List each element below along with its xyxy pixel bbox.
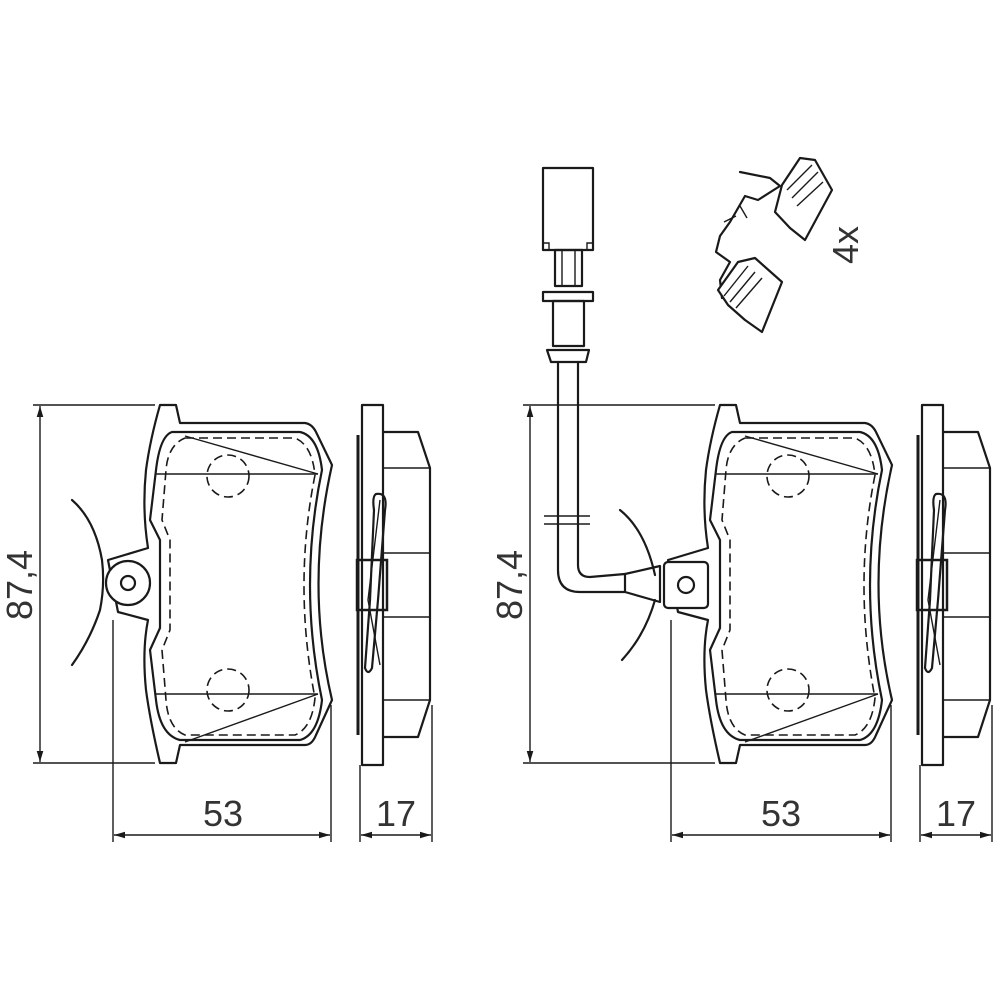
right-width-label: 53 [761,793,801,834]
right-thickness-dimension: 17 [919,705,993,842]
left-pad-pin-hole [119,574,137,592]
left-height-dimension: 87,4 [0,404,155,764]
wear-sensor [541,166,662,604]
right-pad-side-view [915,403,992,767]
right-height-dimension: 87,4 [489,404,715,764]
right-width-dimension: 53 [670,620,892,842]
right-pad-front-view [618,403,894,765]
retaining-clip: 4x [714,156,866,334]
left-pad-pin-boss [104,559,152,607]
right-pad-pin-hole [676,575,696,595]
left-thickness-dimension: 17 [359,705,433,842]
right-pad-sensor-tab [662,560,710,610]
left-width-dimension: 53 [112,620,332,842]
left-thickness-label: 17 [376,793,416,834]
right-thickness-label: 17 [936,793,976,834]
left-height-label: 87,4 [0,550,40,620]
left-pad-retaining-spring [70,498,105,667]
sensor-connector [541,166,595,252]
left-pad-side-view [355,403,432,767]
left-width-label: 53 [203,793,243,834]
left-pad-front-view [70,403,334,765]
clip-quantity-label: 4x [825,226,866,264]
right-height-label: 87,4 [489,550,530,620]
